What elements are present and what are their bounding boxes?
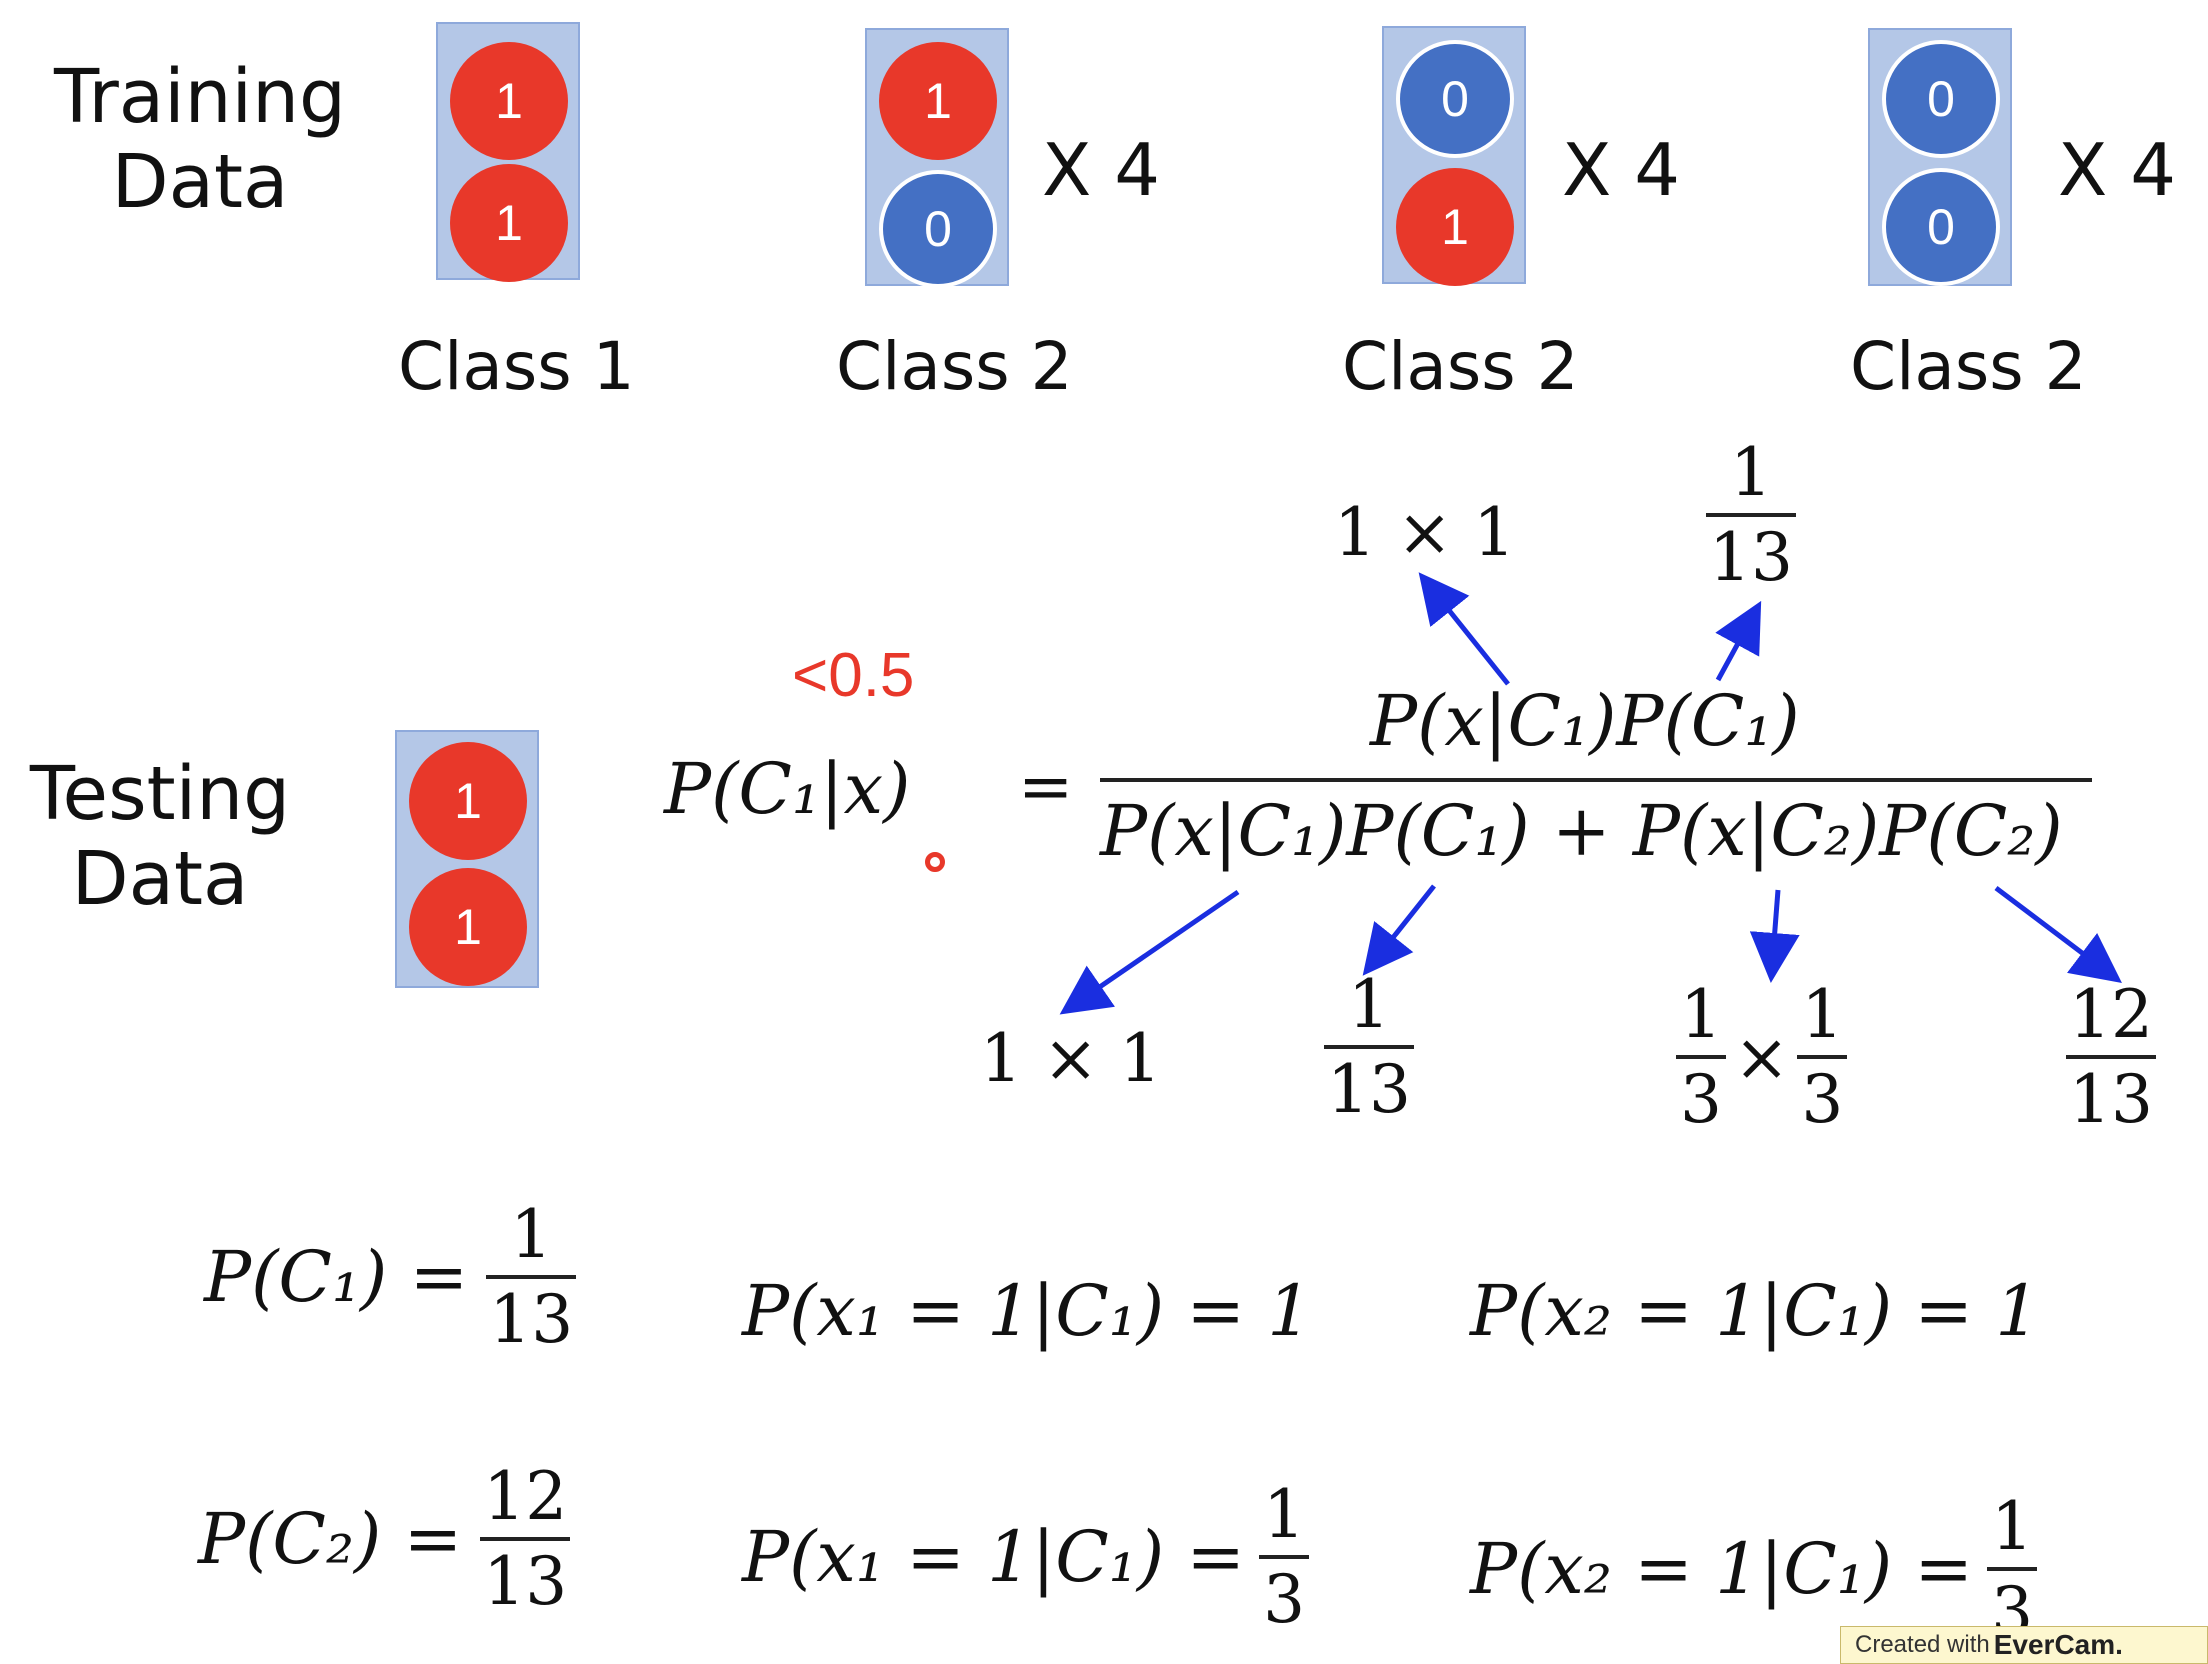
times-sign: × xyxy=(1734,1018,1790,1096)
fraction-line xyxy=(1987,1567,2038,1572)
fraction-denominator: 13 xyxy=(489,1281,574,1359)
feature-circle-bottom: 1 xyxy=(450,164,568,282)
fraction-line xyxy=(1797,1055,1848,1060)
training-label-line1: Training xyxy=(54,54,346,140)
multiplier-2: X 4 xyxy=(1042,128,1161,212)
feature-circle-top: 0 xyxy=(1882,40,2000,158)
equation-lhs: P(C₂) = xyxy=(198,1498,463,1581)
fraction-numerator: 12 xyxy=(483,1458,568,1535)
testing-label-line2: Data xyxy=(71,836,249,923)
training-sample-box-4: 0 0 xyxy=(1868,28,2012,286)
testing-data-label: Testing Data xyxy=(10,751,310,923)
training-sample-box-2: 1 0 xyxy=(865,28,1009,288)
fraction-line xyxy=(1706,513,1796,518)
equation-lhs: P(C₁) = xyxy=(204,1236,469,1319)
fraction-denominator: 13 xyxy=(1709,519,1793,597)
fraction-numerator: 1 xyxy=(1348,966,1390,1043)
class-label-2: Class 2 xyxy=(836,328,1073,405)
multiplier-4: X 4 xyxy=(2058,128,2177,212)
cursor-ring-icon xyxy=(925,852,945,872)
equation-fraction: 1 3 xyxy=(1987,1488,2038,1647)
callout-top-left: 1 × 1 xyxy=(1334,494,1516,571)
fraction-line xyxy=(1324,1045,1414,1050)
posterior-lhs: P(C₁|x) xyxy=(664,748,911,830)
equation-likelihood-x2-c2: P(x₂ = 1|C₁) = 1 3 xyxy=(1470,1488,2038,1647)
fraction-line xyxy=(2066,1055,2156,1060)
equation-lhs: P(x₁ = 1|C₁) = xyxy=(742,1516,1246,1599)
fraction-denominator: 13 xyxy=(2069,1061,2153,1139)
class-label-1: Class 1 xyxy=(398,328,635,405)
fraction-denominator: 3 xyxy=(1680,1061,1722,1139)
fraction-numerator: 1 xyxy=(1801,976,1844,1053)
posterior-denominator: P(x|C₁)P(C₁) + P(x|C₂)P(C₂) xyxy=(1100,790,2063,872)
fraction-numerator: 1 xyxy=(1680,976,1722,1053)
equation-fraction: 1 13 xyxy=(486,1196,577,1359)
arrow-den-prior-c1 xyxy=(1362,884,1436,976)
equation-likelihood-x1-c2: P(x₁ = 1|C₁) = 1 3 xyxy=(742,1476,1310,1639)
callout-bottom-1: 1 × 1 xyxy=(980,1020,1162,1097)
training-sample-box-3: 0 1 xyxy=(1382,26,1526,286)
equation-prior-c2: P(C₂) = 12 13 xyxy=(198,1458,571,1621)
arrow-to-prior-c1 xyxy=(1715,600,1762,682)
watermark-prefix: Created with xyxy=(1855,1631,1990,1658)
callout-bottom-3: 1 3 × 1 3 xyxy=(1676,976,1848,1139)
fraction-numerator: 1 xyxy=(1730,434,1772,511)
callout-bottom-4-fraction: 12 13 xyxy=(2066,980,2156,1135)
training-label-line2: Data xyxy=(111,139,289,226)
equation-fraction: 12 13 xyxy=(480,1458,571,1621)
multiplier-3: X 4 xyxy=(1562,128,1681,212)
fraction-numerator: 1 xyxy=(510,1196,553,1273)
feature-circle-top: 0 xyxy=(1396,40,1514,158)
arrow-den-prior-c2 xyxy=(1994,886,2122,984)
callout-bottom-2-fraction: 1 13 xyxy=(1324,970,1414,1125)
feature-circle-bottom: 0 xyxy=(879,170,997,288)
feature-circle-top: 1 xyxy=(409,742,527,860)
watermark-brand: EverCam. xyxy=(1993,1629,2123,1660)
equation-prior-c1: P(C₁) = 1 13 xyxy=(204,1196,577,1359)
arrow-den-likelihood-c1 xyxy=(1059,889,1240,1015)
fraction-bar xyxy=(1100,778,2092,782)
fraction-one-third-a: 1 3 xyxy=(1676,980,1726,1135)
arrow-to-likelihood-c1 xyxy=(1418,572,1510,686)
feature-circle-bottom: 1 xyxy=(409,868,527,986)
fraction-line xyxy=(1676,1055,1726,1060)
posterior-numerator: P(x|C₁)P(C₁) xyxy=(1370,680,1800,762)
threshold-annotation: <0.5 xyxy=(792,641,915,710)
evercam-watermark: Created with EverCam. xyxy=(1840,1626,2208,1664)
fraction-one-third-b: 1 3 xyxy=(1797,976,1848,1139)
fraction-numerator: 12 xyxy=(2069,976,2153,1053)
fraction-denominator: 3 xyxy=(1801,1061,1844,1139)
class-label-3: Class 2 xyxy=(1342,328,1579,405)
equation-lhs: P(x₂ = 1|C₁) = xyxy=(1470,1528,1974,1611)
feature-circle-bottom: 0 xyxy=(1882,168,2000,286)
fraction-line xyxy=(1259,1555,1310,1560)
training-data-label: Training Data xyxy=(40,54,360,226)
feature-circle-top: 1 xyxy=(879,42,997,160)
fraction-numerator: 1 xyxy=(1263,1476,1306,1553)
arrow-den-likelihood-c2 xyxy=(1749,889,1800,983)
testing-sample-box: 1 1 xyxy=(395,730,539,988)
fraction-denominator: 3 xyxy=(1263,1561,1306,1639)
equals-sign: = xyxy=(1018,748,1074,825)
class-label-4: Class 2 xyxy=(1850,328,2087,405)
fraction-denominator: 13 xyxy=(483,1543,568,1621)
training-sample-box-1: 1 1 xyxy=(436,22,580,282)
equation-likelihood-x2-c1: P(x₂ = 1|C₁) = 1 xyxy=(1470,1270,2040,1352)
fraction-denominator: 13 xyxy=(1327,1051,1411,1129)
equation-likelihood-x1-c1: P(x₁ = 1|C₁) = 1 xyxy=(742,1270,1312,1352)
fraction-numerator: 1 xyxy=(1991,1488,2034,1565)
feature-circle-top: 1 xyxy=(450,42,568,160)
fraction-line xyxy=(480,1537,571,1542)
fraction-line xyxy=(486,1275,577,1280)
equation-fraction: 1 3 xyxy=(1259,1476,1310,1639)
callout-top-right-fraction: 1 13 xyxy=(1706,438,1796,593)
testing-label-line1: Testing xyxy=(29,751,291,837)
feature-circle-bottom: 1 xyxy=(1396,168,1514,286)
